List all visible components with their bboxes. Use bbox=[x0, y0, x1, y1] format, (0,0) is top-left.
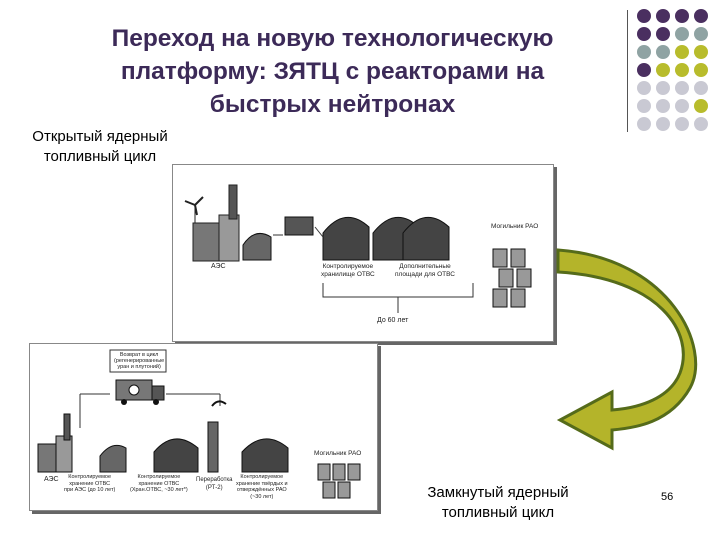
open-extra-storage-label: Дополнительные площади для ОТВС bbox=[395, 263, 455, 279]
closed-return-label: Возврат в цикл (регенерированные уран и … bbox=[114, 352, 164, 370]
decor-dot bbox=[656, 117, 670, 131]
waste-barrel-icon bbox=[317, 463, 361, 499]
closed-npp-storage-label-line: при АЭС (до 10 лет) bbox=[64, 487, 116, 493]
closed-reprocessing-label-line: (РТ-2) bbox=[205, 485, 223, 491]
npp-icon bbox=[37, 413, 73, 473]
npp-icon bbox=[184, 184, 240, 262]
open-storage-label-line: Контролируемое bbox=[322, 263, 374, 270]
page-number: 56 bbox=[661, 491, 674, 503]
decor-dot bbox=[637, 27, 651, 41]
decor-dot bbox=[637, 63, 651, 77]
decor-dot bbox=[694, 117, 708, 131]
decor-dot bbox=[637, 45, 651, 59]
decor-dot bbox=[637, 117, 651, 131]
decor-dot bbox=[675, 27, 689, 41]
closed-cycle-illustration bbox=[37, 349, 361, 499]
closed-npp-storage-label-line: хранение ОТВС bbox=[69, 480, 111, 487]
open-extra-storage-label-line: площади для ОТВС bbox=[395, 271, 455, 278]
decor-dot bbox=[656, 63, 670, 77]
title-line-1: Переход на новую технологическую bbox=[111, 25, 554, 52]
closed-waste-storage-label-line: хранение твёрдых и bbox=[236, 480, 288, 487]
open-storage-label-line: хранилище ОТВС bbox=[321, 271, 375, 278]
closed-waste-storage-label: Контролируемое хранение твёрдых и отверж… bbox=[236, 474, 288, 500]
decor-dot bbox=[694, 99, 708, 113]
decor-dot bbox=[656, 45, 670, 59]
closed-cycle-diagram: Возврат в цикл (регенерированные уран и … bbox=[29, 343, 378, 511]
closed-storage-label-line: хранение ОТВС bbox=[138, 480, 180, 487]
curved-arrow-icon bbox=[556, 248, 698, 451]
closed-storage-label: Контролируемое хранение ОТВС (Хран.ОТВС,… bbox=[130, 474, 188, 494]
closed-reprocessing-label: Переработка (РТ-2) bbox=[196, 476, 232, 492]
decor-dot bbox=[675, 9, 689, 23]
closed-cycle-label-line-2: топливный цикл bbox=[441, 504, 555, 521]
closed-cycle-label: Замкнутый ядерный топливный цикл bbox=[398, 483, 598, 523]
open-storage-label: Контролируемое хранилище ОТВС bbox=[321, 263, 375, 279]
title-line-2: платформу: ЗЯТЦ с реакторами на bbox=[120, 58, 545, 85]
decor-dot bbox=[675, 63, 689, 77]
decor-dot bbox=[656, 27, 670, 41]
open-repository-label: Могильник РАО bbox=[491, 223, 539, 230]
decor-dot-grid bbox=[637, 9, 719, 131]
decor-dot bbox=[637, 9, 651, 23]
waste-barrel-icon bbox=[492, 248, 532, 308]
title-line-3: быстрых нейтронах bbox=[209, 91, 456, 118]
decor-dot bbox=[694, 27, 708, 41]
closed-storage-label-line: Контролируемое bbox=[137, 474, 181, 480]
decor-dot bbox=[656, 9, 670, 23]
decor-dot bbox=[694, 81, 708, 95]
closed-npp-storage-label: Контролируемое хранение ОТВС при АЭС (до… bbox=[64, 474, 115, 494]
open-extra-storage-label-line: Дополнительные bbox=[399, 263, 451, 270]
decor-dot bbox=[675, 117, 689, 131]
closed-waste-storage-label-line: Контролируемое bbox=[240, 474, 284, 480]
open-npp-label: АЭС bbox=[211, 263, 226, 270]
decor-dot bbox=[675, 45, 689, 59]
divider-line bbox=[627, 10, 628, 132]
open-cycle-label: Открытый ядерный топливный цикл bbox=[0, 127, 200, 167]
closed-storage-label-line: (Хран.ОТВС, ~30 лет*) bbox=[130, 487, 188, 493]
open-cycle-illustration bbox=[184, 184, 532, 313]
decor-dot bbox=[656, 81, 670, 95]
open-cycle-diagram: АЭС Контролируемое хранилище ОТВС Дополн… bbox=[172, 164, 554, 342]
decor-dot bbox=[694, 45, 708, 59]
decor-dot bbox=[675, 99, 689, 113]
decor-dot bbox=[694, 63, 708, 77]
closed-waste-storage-label-line: (~30 лет) bbox=[250, 493, 274, 500]
slide-title: Переход на новую технологическую платфор… bbox=[60, 22, 605, 121]
decor-dot bbox=[656, 99, 670, 113]
closed-return-label-line: Возврат в цикл bbox=[119, 352, 159, 358]
decor-dot bbox=[637, 81, 651, 95]
open-cycle-label-line-1: Открытый ядерный bbox=[32, 128, 168, 145]
closed-npp-label: АЭС bbox=[44, 476, 59, 483]
closed-npp-storage-label-line: Контролируемое bbox=[68, 474, 112, 480]
closed-repository-label: Могильник РАО bbox=[314, 450, 362, 457]
closed-return-label-line: (регенерированные bbox=[114, 358, 165, 364]
decor-dot bbox=[637, 99, 651, 113]
open-duration-label: До 60 лет bbox=[377, 317, 409, 324]
open-cycle-label-line-2: топливный цикл bbox=[43, 148, 157, 165]
closed-cycle-label-line-1: Замкнутый ядерный bbox=[427, 484, 569, 501]
truck-icon bbox=[115, 379, 165, 405]
storage-hangar-icon bbox=[242, 216, 450, 261]
closed-reprocessing-label-line: Переработка bbox=[196, 477, 233, 483]
closed-return-label-line: уран и плутоний) bbox=[117, 364, 161, 370]
closed-waste-storage-label-line: отверждённых РАО bbox=[236, 487, 287, 493]
decor-dot bbox=[675, 81, 689, 95]
decor-dot bbox=[694, 9, 708, 23]
